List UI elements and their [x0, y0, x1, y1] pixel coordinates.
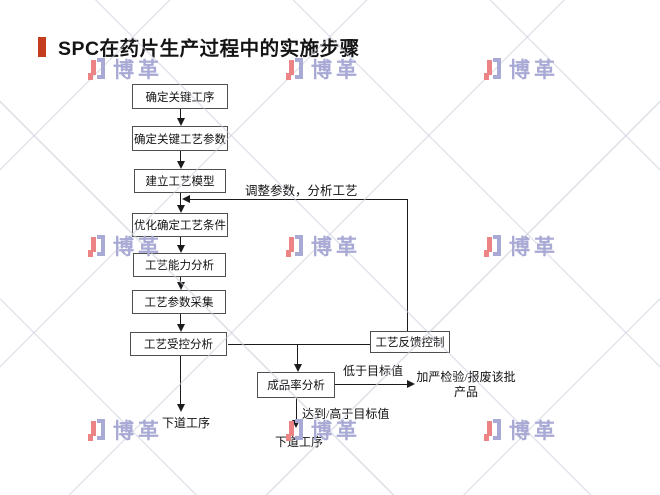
arrowhead-step6	[177, 282, 185, 290]
connector-step6-step7	[180, 314, 181, 324]
arrowhead-feedback-join	[182, 195, 190, 203]
connector-step4-step5	[180, 237, 181, 245]
watermark-logo: 博革	[484, 415, 559, 445]
brand-icon	[286, 234, 306, 258]
connector-feedback-left	[190, 199, 407, 200]
connector-yield-next-process	[296, 398, 297, 420]
edge-label-adjust-parameters: 调整参数，分析工艺	[245, 184, 358, 198]
edge-label-reach-target: 达到/高于目标值	[302, 407, 390, 421]
watermark-logo: 博革	[286, 231, 361, 261]
connector-step1-step2	[180, 109, 181, 118]
watermark-logo: 博革	[484, 231, 559, 261]
brand-text: 博革	[509, 420, 559, 443]
label-scrap-batch: 加严检验/报废该批 产品	[412, 370, 520, 399]
connector-step2-step3	[180, 151, 181, 161]
brand-icon	[484, 57, 504, 81]
label-next-process-bottom: 下道工序	[275, 435, 324, 449]
flow-step-3: 建立工艺模型	[134, 169, 226, 193]
label-next-process-left: 下道工序	[162, 416, 211, 430]
connector-yield-scrap	[335, 384, 407, 385]
flow-step-2: 确定关键工艺参数	[132, 126, 228, 151]
watermark-logo: 博革	[484, 54, 559, 84]
connector-step3-step4	[180, 193, 181, 205]
arrowhead-step3	[177, 161, 185, 169]
brand-text: 博革	[509, 236, 559, 259]
connector-step7-next-process	[180, 356, 181, 404]
brand-icon	[88, 418, 108, 442]
arrowhead-next-process-left	[177, 404, 185, 412]
arrowhead-yield-box	[294, 364, 302, 372]
arrowhead-step7	[177, 324, 185, 332]
brand-icon	[484, 418, 504, 442]
flow-step-4: 优化确定工艺条件	[132, 213, 228, 237]
brand-icon	[484, 234, 504, 258]
yield-analysis-box: 成品率分析	[257, 372, 335, 398]
arrowhead-step5	[177, 245, 185, 253]
arrowhead-next-process-bottom	[292, 420, 300, 428]
brand-text: 博革	[113, 420, 163, 443]
brand-text: 博革	[509, 59, 559, 82]
title-accent-bar	[38, 37, 46, 57]
label-scrap-batch-line1: 加严检验/报废该批	[416, 370, 516, 384]
flow-step-7: 工艺受控分析	[130, 332, 227, 356]
arrowhead-step2	[177, 118, 185, 126]
label-scrap-batch-line2: 产品	[453, 384, 478, 399]
feedback-control-box: 工艺反馈控制	[370, 331, 450, 353]
connector-feedback-up	[407, 199, 408, 331]
flow-step-1: 确定关键工序	[132, 84, 228, 109]
connector-step7-feedback	[228, 344, 370, 345]
watermark-logo: 博革	[88, 415, 163, 445]
page-title: SPC在药片生产过程中的实施步骤	[58, 38, 360, 60]
edge-label-below-target: 低于目标值	[343, 364, 404, 378]
brand-text: 博革	[311, 236, 361, 259]
brand-icon	[88, 234, 108, 258]
arrowhead-step4	[177, 205, 185, 213]
flow-step-5: 工艺能力分析	[133, 253, 226, 277]
flow-step-6: 工艺参数采集	[132, 290, 226, 314]
connector-branch-yield	[297, 344, 298, 364]
